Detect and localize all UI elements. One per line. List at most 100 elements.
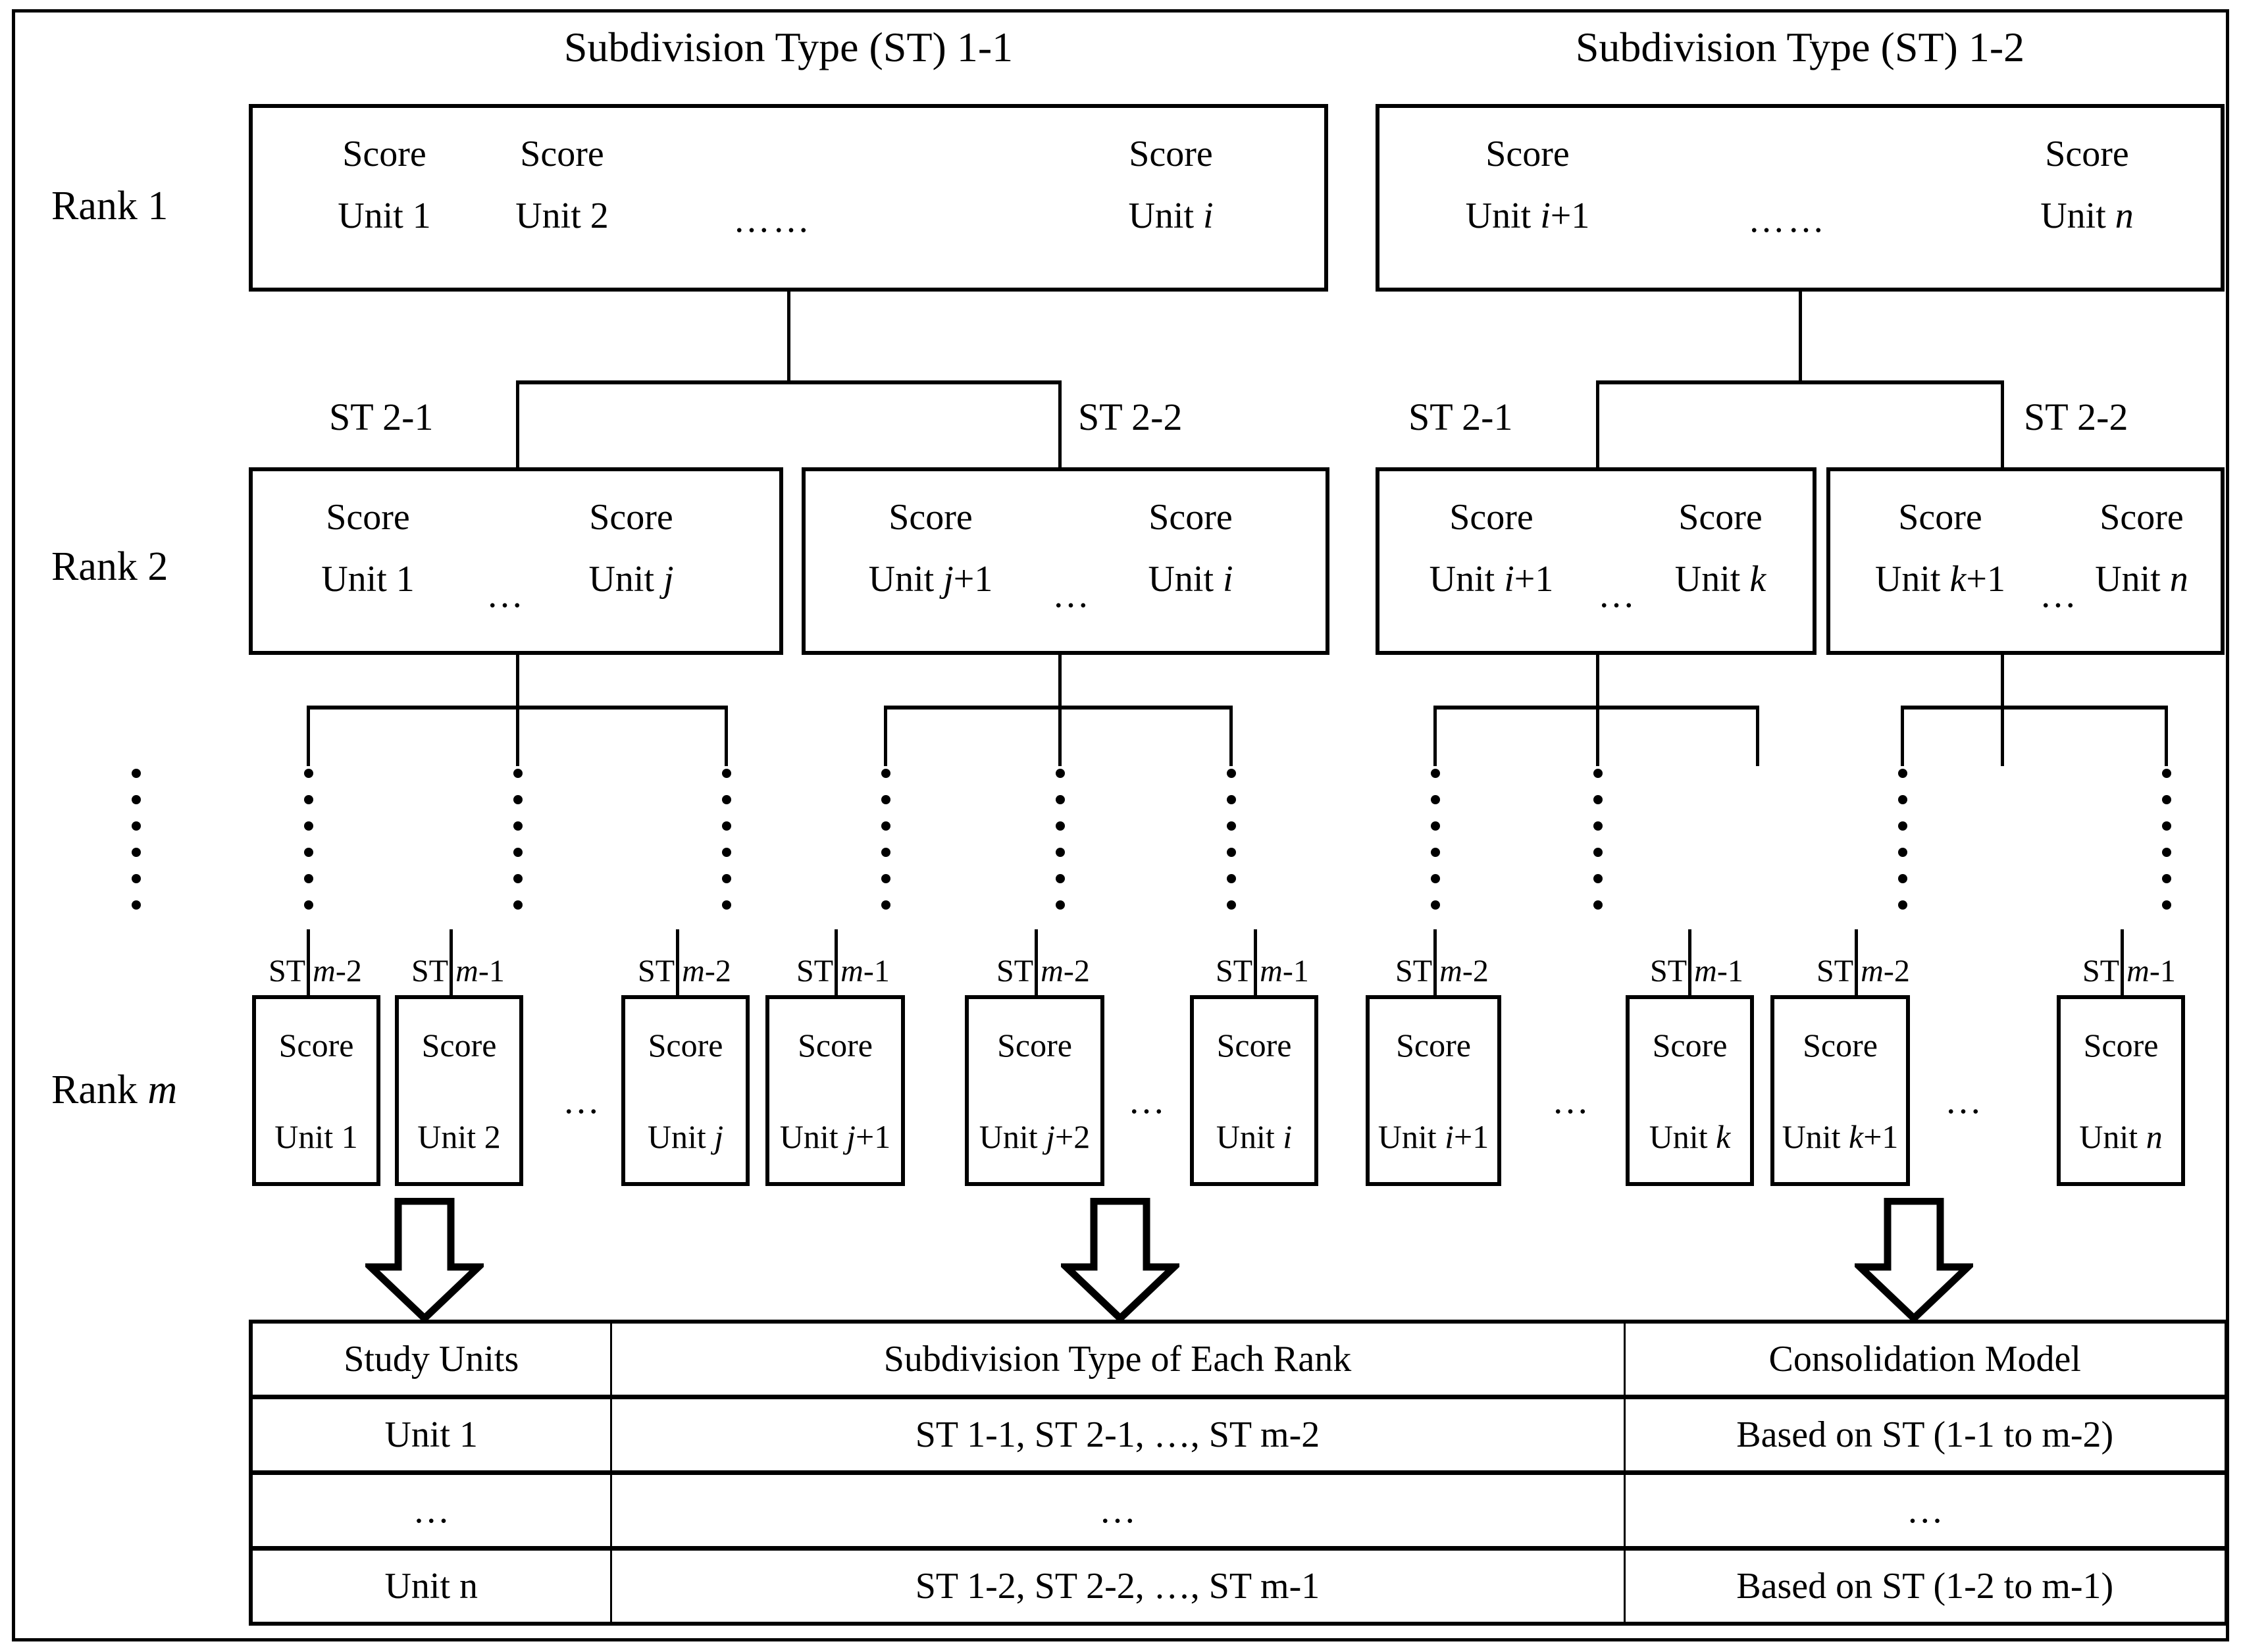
table-header-row: Study Units Subdivision Type of Each Ran… xyxy=(249,1320,2228,1398)
rank-m-label: Rank m xyxy=(51,1070,177,1110)
st-label-rankm-6: ST m-1 xyxy=(1216,956,1309,987)
block-arrow-right xyxy=(1855,1198,1973,1323)
dot-column-1 xyxy=(304,769,313,927)
dot-column-2 xyxy=(513,769,523,927)
score-label: Score xyxy=(889,497,973,538)
unit-label: Unit n xyxy=(2059,561,2224,598)
unit-label: Unit j xyxy=(648,1120,723,1153)
dot-column-3 xyxy=(722,769,731,927)
st-suffix: -1 xyxy=(1282,954,1309,989)
rankm-box-unit-j: Score Unit j xyxy=(621,995,750,1186)
connector-r1-left-drop-1 xyxy=(516,380,519,479)
connector-r2-b4-drop-1 xyxy=(1901,706,1904,766)
rank2-b3-cell-right: Score Unit k xyxy=(1628,499,1813,598)
unit-label: Unit 2 xyxy=(417,1120,500,1153)
unit-label: Unit 1 xyxy=(274,1120,357,1153)
rank1-cell-unit-n: Score Unit n xyxy=(1992,136,2182,234)
unit-suffix: +1 xyxy=(1550,195,1590,236)
cell-consolidation-model: Based on ST (1-2 to m-1) xyxy=(1623,1546,2228,1626)
rank2-b2-ellipsis: … xyxy=(1052,575,1092,615)
score-label: Score xyxy=(589,497,673,538)
connector-r2-b2-stem xyxy=(1058,655,1062,708)
unit-var: j xyxy=(943,559,954,600)
block-arrow-left xyxy=(365,1198,484,1323)
unit-var: k xyxy=(1749,559,1766,600)
rankm-ellipsis-2: … xyxy=(1128,1081,1168,1122)
rankm-box-content: Score Unit j xyxy=(625,999,746,1182)
unit-var: 1 xyxy=(341,1118,358,1155)
dot-column-4 xyxy=(881,769,890,927)
rankm-box-content: Score Unit 1 xyxy=(256,999,376,1182)
score-label: Score xyxy=(648,1026,723,1064)
st-prefix: ST xyxy=(1816,954,1861,989)
st-var: m xyxy=(313,954,336,989)
st-prefix: ST xyxy=(2082,954,2127,989)
stem-rankm-4 xyxy=(835,929,838,996)
unit-label: Unit j xyxy=(536,561,727,598)
unit-prefix: Unit xyxy=(1674,559,1750,600)
st-label-rankm-5: ST m-2 xyxy=(996,956,1090,987)
unit-var: n xyxy=(2146,1118,2163,1155)
st-suffix: -2 xyxy=(1063,954,1090,989)
rank1-box-st-1-1: Score Unit 1 Score Unit 2 …… Score Unit … xyxy=(249,104,1328,292)
dot-column-6 xyxy=(1227,769,1236,927)
rankm-ellipsis-4: … xyxy=(1945,1081,1984,1122)
rankm-box-content: Score Unit i xyxy=(1194,999,1314,1182)
dot-column-7 xyxy=(1431,769,1440,927)
unit-suffix: +1 xyxy=(1863,1118,1899,1155)
rank1-right-ellipsis: …… xyxy=(1748,199,1827,240)
st-var: m xyxy=(2126,954,2150,989)
score-label: Score xyxy=(520,134,604,174)
st-var: m xyxy=(840,954,863,989)
unit-prefix: Unit xyxy=(417,1118,484,1155)
rank-ellipsis-dots xyxy=(132,769,141,927)
rankm-box-content: Score Unit 2 xyxy=(399,999,519,1182)
unit-var: j xyxy=(846,1118,856,1155)
rankm-box-unit-i-plus-1: Score Unit i+1 xyxy=(1366,995,1501,1186)
connector-r2-b1-drop-3 xyxy=(725,706,728,766)
dot-column-8 xyxy=(1593,769,1603,927)
score-label: Score xyxy=(1898,497,1982,538)
unit-var: j xyxy=(663,559,674,600)
st-label-rankm-9: ST m-2 xyxy=(1816,956,1910,987)
unit-var: i xyxy=(1223,559,1233,600)
st-label-rankm-7: ST m-2 xyxy=(1395,956,1489,987)
unit-prefix: Unit xyxy=(2079,1118,2146,1155)
dot-column-9 xyxy=(1898,769,1907,927)
unit-label: Unit 1 xyxy=(338,195,431,236)
st-prefix: ST xyxy=(1650,954,1695,989)
connector-r1-left-drop-2 xyxy=(1058,380,1062,479)
unit-var: i xyxy=(1203,195,1214,236)
st-prefix: ST xyxy=(269,954,313,989)
stem-rankm-7 xyxy=(1433,929,1437,996)
st-label-rankm-10: ST m-1 xyxy=(2082,956,2176,987)
st-suffix: -2 xyxy=(1883,954,1910,989)
rankm-box-content: Score Unit k+1 xyxy=(1774,999,1906,1182)
rankm-box-unit-j-plus-2: Score Unit j+2 xyxy=(965,995,1104,1186)
score-label: Score xyxy=(1678,497,1763,538)
rankm-ellipsis-3: … xyxy=(1552,1081,1591,1122)
unit-prefix: Unit xyxy=(779,1118,847,1155)
unit-label: Unit j+1 xyxy=(780,1120,891,1153)
table-row-unit-n: Unit n ST 1-2, ST 2-2, …, ST m-1 Based o… xyxy=(249,1546,2228,1626)
section-title-st-1-1: Subdivision Type (ST) 1-1 xyxy=(563,24,1014,70)
stem-rankm-10 xyxy=(2121,929,2124,996)
st-suffix: -1 xyxy=(863,954,890,989)
unit-prefix: Unit xyxy=(1874,559,1950,600)
rank1-cell-unit-2: Score Unit 2 xyxy=(470,136,654,234)
connector-r1-right-bus xyxy=(1596,380,2004,384)
unit-var: j xyxy=(714,1118,724,1155)
rank2-box-3: Score Unit i+1 … Score Unit k xyxy=(1376,467,1816,655)
st-suffix: -1 xyxy=(2149,954,2176,989)
unit-label: Unit k+1 xyxy=(1832,561,2049,598)
cell-unit: Unit n xyxy=(249,1546,612,1626)
st-suffix: -2 xyxy=(704,954,731,989)
stem-rankm-8 xyxy=(1688,929,1691,996)
unit-prefix: Unit xyxy=(979,1118,1046,1155)
unit-label: Unit i xyxy=(1095,561,1286,598)
section-title-st-1-2: Subdivision Type (ST) 1-2 xyxy=(1575,24,2025,70)
stem-rankm-3 xyxy=(676,929,679,996)
rankm-box-unit-n: Score Unit n xyxy=(2057,995,2185,1186)
rank1-cell-unit-i-plus-1: Score Unit i+1 xyxy=(1409,136,1646,234)
st-2-2-label-right: ST 2-2 xyxy=(2024,396,2128,438)
